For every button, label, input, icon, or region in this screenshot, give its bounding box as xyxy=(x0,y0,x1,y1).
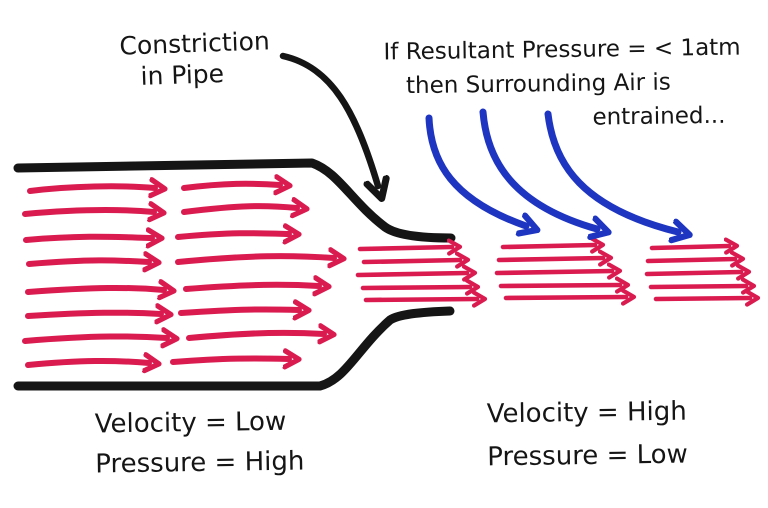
right-state-label: Velocity = High Pressure = Low xyxy=(486,391,688,480)
jet-flow-arrow xyxy=(644,272,741,274)
flow-arrow xyxy=(175,233,289,237)
jet-flow-arrow xyxy=(360,287,470,288)
flow-arrow xyxy=(26,260,149,264)
jet-flow-arrow xyxy=(355,273,467,275)
entrainment-note-line2: then Surrounding Air is xyxy=(405,69,671,100)
entrained-air-arrows xyxy=(425,108,678,232)
flow-arrow xyxy=(27,186,155,191)
flow-arrow xyxy=(181,206,297,212)
entrainment-note: If Resultant Pressure = < 1atm then Surr… xyxy=(383,31,741,138)
flow-arrow xyxy=(22,210,154,214)
flow-arrow xyxy=(22,336,167,341)
left-velocity-label: Velocity = Low xyxy=(94,406,287,440)
pipe-top-wall xyxy=(13,158,456,243)
jet-flow-arrow xyxy=(500,245,595,247)
jet-flow-arrow xyxy=(357,247,452,249)
flow-arrow xyxy=(175,256,334,262)
flow-arrow xyxy=(23,237,152,240)
flow-arrow xyxy=(170,358,289,362)
jet-flow-arrow xyxy=(653,298,750,299)
entrained-air-arrow xyxy=(544,110,678,232)
constriction-label: Constriction in Pipe xyxy=(119,25,271,92)
flow-arrow xyxy=(178,309,299,313)
flow-arrow xyxy=(186,333,324,338)
jet-flow-arrow xyxy=(494,271,612,273)
flow-arrow xyxy=(25,361,149,365)
jet-flow-arrow xyxy=(363,299,477,300)
entrained-air-arrow xyxy=(425,114,526,226)
jet-flow-arrow xyxy=(503,297,626,298)
right-velocity-label: Velocity = High xyxy=(486,396,687,430)
jet-flow-arrow xyxy=(496,258,603,260)
constriction-label-line2: in Pipe xyxy=(140,59,225,91)
pipe-walls xyxy=(13,158,456,391)
pipe-bottom-wall xyxy=(13,306,455,391)
jet-flow-arrows xyxy=(355,245,750,300)
wide-flow-arrows xyxy=(22,184,334,365)
jet-flow-arrow xyxy=(498,285,620,286)
jet-flow-arrow xyxy=(645,259,735,261)
jet-flow-arrow xyxy=(361,260,460,262)
flow-arrow xyxy=(25,288,164,292)
left-state-label: Velocity = Low Pressure = High xyxy=(94,402,305,485)
jet-flow-arrow xyxy=(649,246,729,248)
entrainment-note-line1: If Resultant Pressure = < 1atm xyxy=(383,34,741,66)
constriction-pointer-arrow xyxy=(279,52,378,186)
flow-arrow xyxy=(181,184,280,188)
left-pressure-label: Pressure = High xyxy=(95,446,305,480)
flow-arrow xyxy=(25,313,161,316)
constriction-label-line1: Constriction xyxy=(118,26,271,61)
entrained-air-arrow xyxy=(479,108,597,229)
right-pressure-label: Pressure = Low xyxy=(487,439,689,473)
jet-flow-arrow xyxy=(648,286,746,287)
entrainment-note-line3: entrained... xyxy=(592,102,726,131)
flow-arrow xyxy=(183,285,319,289)
